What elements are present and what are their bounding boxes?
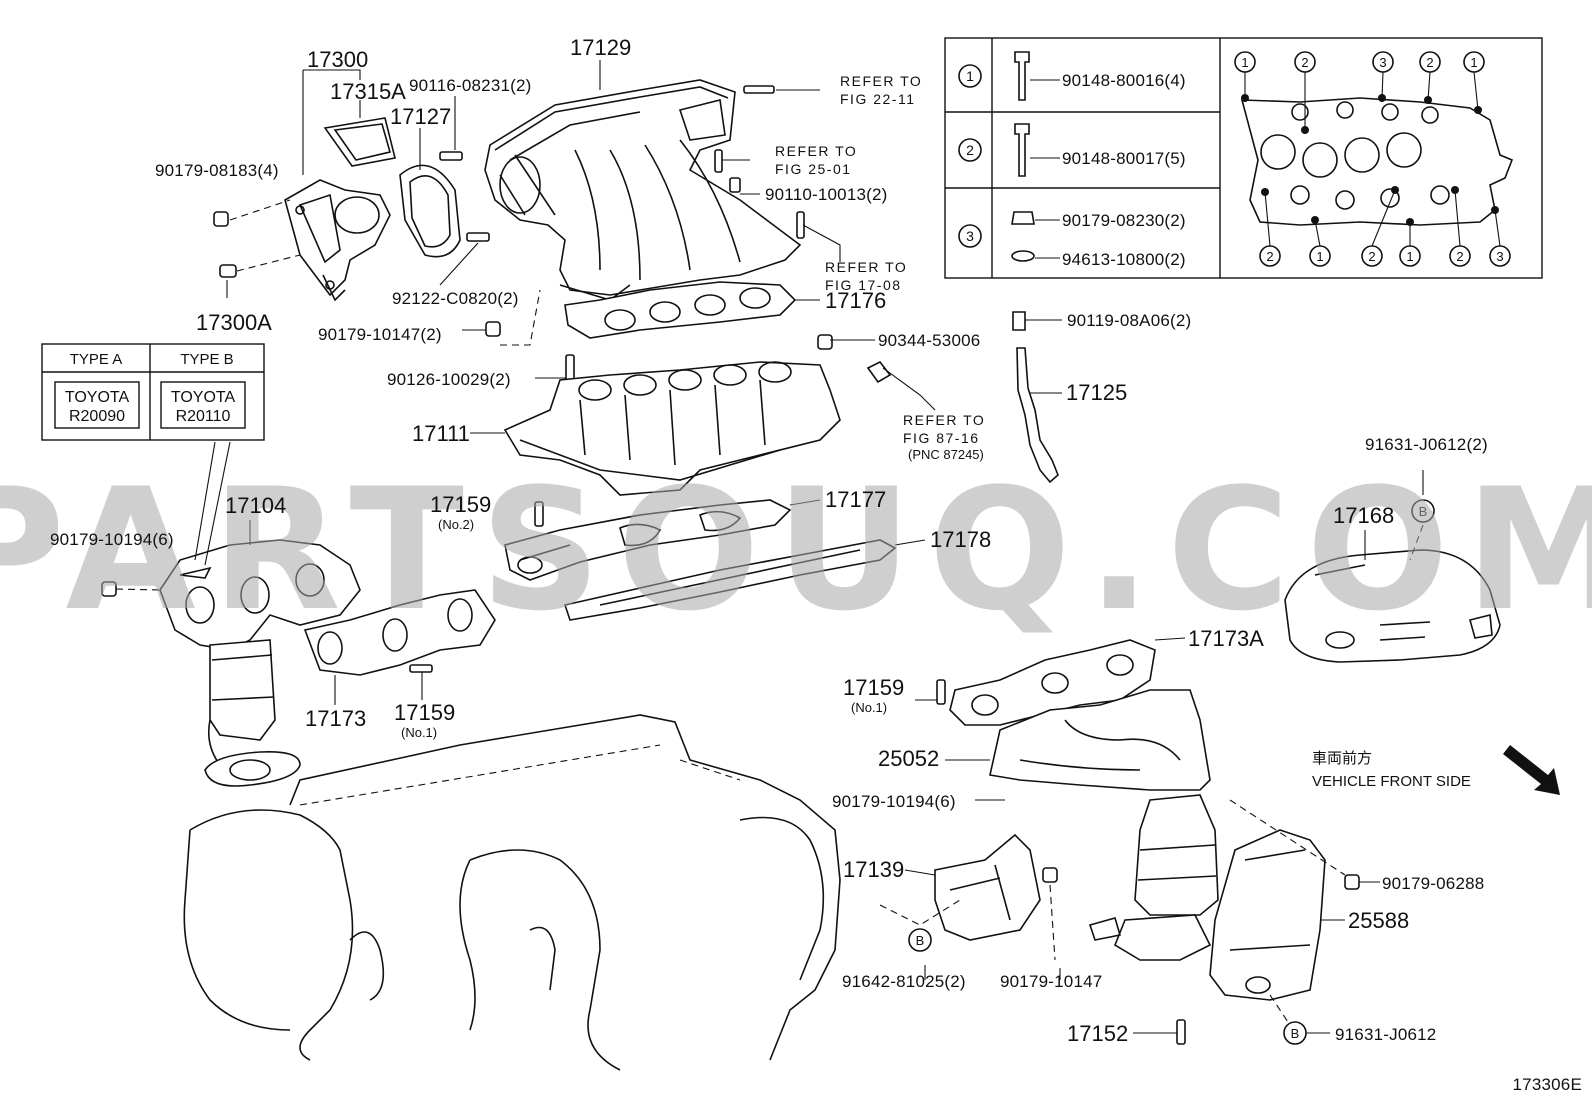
bolt-row-3-part-b: 94613-10800(2): [1062, 250, 1186, 269]
label-17159-no1-right: 17159: [843, 675, 904, 700]
intake-manifold-17129: [439, 60, 841, 384]
label-vehicle-front-jp: 車両前方: [1312, 750, 1372, 767]
label-90116-08231: 90116-08231(2): [409, 76, 532, 95]
label-92122-C0820: 92122-C0820(2): [392, 289, 519, 308]
label-17159-no1-left: 17159: [394, 700, 455, 725]
label-17315A: 17315A: [330, 79, 406, 104]
refer-1-line2: FIG 22-11: [840, 91, 916, 107]
label-90344-53006: 90344-53006: [878, 331, 980, 350]
label-91642-81025: 91642-81025(2): [842, 972, 966, 991]
gasket-bottom-5: 2: [1456, 249, 1463, 264]
callout-b-3: [1283, 1021, 1307, 1045]
gasket-bottom-3: 2: [1368, 249, 1375, 264]
callout-b-1-label: B: [1419, 504, 1428, 519]
heat-insulator-17168: [1284, 470, 1501, 663]
label-vehicle-front-en: VEHICLE FRONT SIDE: [1312, 773, 1471, 790]
type-table: [41, 343, 265, 441]
callout-b-2: [908, 928, 932, 952]
label-91631-J0612: 91631-J0612: [1335, 1025, 1436, 1044]
bolt-row-3-key: 3: [966, 228, 974, 244]
label-17173A: 17173A: [1188, 626, 1264, 651]
label-17127: 17127: [390, 104, 451, 129]
bolt-row-2-key: 2: [966, 142, 974, 158]
refer-3-line1: REFER TO: [825, 259, 907, 275]
gasket-top-3: 3: [1379, 55, 1386, 70]
type-a-header: TYPE A: [70, 351, 123, 368]
engine-block-outline: [183, 714, 841, 1071]
label-17173: 17173: [305, 706, 366, 731]
vehicle-front-arrow: [1503, 745, 1560, 795]
label-17159-no2-sub: (No.2): [438, 517, 474, 532]
watermark: PARTSOUQ.COM: [0, 452, 1592, 648]
heat-shield-17139: [879, 833, 1061, 980]
label-17129: 17129: [570, 35, 631, 60]
refer-3-line2: FIG 17-08: [825, 277, 902, 293]
bolt-row-1-part: 90148-80016(4): [1062, 71, 1186, 90]
label-25588: 25588: [1348, 908, 1409, 933]
label-90119-08A06: 90119-08A06(2): [1067, 311, 1191, 330]
refer-4-line2: FIG 87-16: [903, 430, 980, 446]
label-90179-10194-left: 90179-10194(6): [50, 530, 174, 549]
type-b-header: TYPE B: [180, 351, 233, 368]
refer-2-line2: FIG 25-01: [775, 161, 852, 177]
bolt-row-3-part-a: 90179-08230(2): [1062, 211, 1186, 230]
label-17139: 17139: [843, 857, 904, 882]
callout-b-2-label: B: [916, 933, 925, 948]
callout-b-1: [1411, 499, 1435, 523]
label-17300A: 17300A: [196, 310, 272, 335]
exhaust-manifold-17104: [101, 441, 496, 787]
gasket-bottom-2: 1: [1316, 249, 1323, 264]
label-17159-no1-left-sub: (No.1): [401, 725, 437, 740]
gasket-top-5: 1: [1470, 55, 1477, 70]
gasket-bottom-6: 3: [1496, 249, 1503, 264]
label-17159-no2: 17159: [430, 492, 491, 517]
label-17125: 17125: [1066, 380, 1127, 405]
label-17168: 17168: [1333, 503, 1394, 528]
type-b-line1: TOYOTA: [171, 389, 236, 406]
bolt-row-1-key: 1: [966, 68, 974, 84]
label-17300: 17300: [307, 47, 368, 72]
label-17178: 17178: [930, 527, 991, 552]
label-91631-J0612-2: 91631-J0612(2): [1365, 435, 1488, 454]
callout-b-3-label: B: [1291, 1026, 1300, 1041]
label-90110-10013: 90110-10013(2): [765, 185, 888, 204]
label-17177: 17177: [825, 487, 886, 512]
refer-2-line1: REFER TO: [775, 143, 857, 159]
gasket-top-1: 1: [1241, 55, 1248, 70]
label-90179-10147-2: 90179-10147(2): [318, 325, 442, 344]
converter-shield-25588: [1209, 799, 1380, 1034]
label-90179-06288: 90179-06288: [1382, 874, 1484, 893]
bolt-row-2-part: 90148-80017(5): [1062, 149, 1186, 168]
label-90126-10029: 90126-10029(2): [387, 370, 511, 389]
sensor-17125: [1012, 311, 1062, 484]
label-17104: 17104: [225, 493, 286, 518]
label-17176: 17176: [825, 288, 886, 313]
refer-4-line3: (PNC 87245): [908, 447, 984, 462]
gasket-top-4: 2: [1426, 55, 1433, 70]
throttle-body-17300: [213, 69, 461, 302]
label-17152: 17152: [1067, 1021, 1128, 1046]
gasket-top-2: 2: [1301, 55, 1308, 70]
label-90179-10147: 90179-10147: [1000, 972, 1102, 991]
type-b-line2: R20110: [176, 408, 231, 425]
label-17111: 17111: [412, 421, 470, 446]
label-90179-10194-right: 90179-10194(6): [832, 792, 956, 811]
gasket-bottom-1: 2: [1266, 249, 1273, 264]
bolt-table: [944, 37, 1543, 279]
refer-1-line1: REFER TO: [840, 73, 922, 89]
refer-4-line1: REFER TO: [903, 412, 985, 428]
label-17159-no1-right-sub: (No.1): [851, 700, 887, 715]
exhaust-manifold-right: [915, 637, 1219, 1045]
diagram-id: 173306E: [1513, 1075, 1582, 1094]
gasket-callouts: [1234, 51, 1511, 267]
type-a-line1: TOYOTA: [65, 389, 130, 406]
gasket-17177-17178: [504, 499, 926, 621]
label-25052: 25052: [878, 746, 939, 771]
gasket-bottom-4: 1: [1406, 249, 1413, 264]
label-90179-08183: 90179-08183(4): [155, 161, 279, 180]
type-a-line2: R20090: [69, 408, 125, 425]
lower-intake-17111: [470, 334, 936, 496]
